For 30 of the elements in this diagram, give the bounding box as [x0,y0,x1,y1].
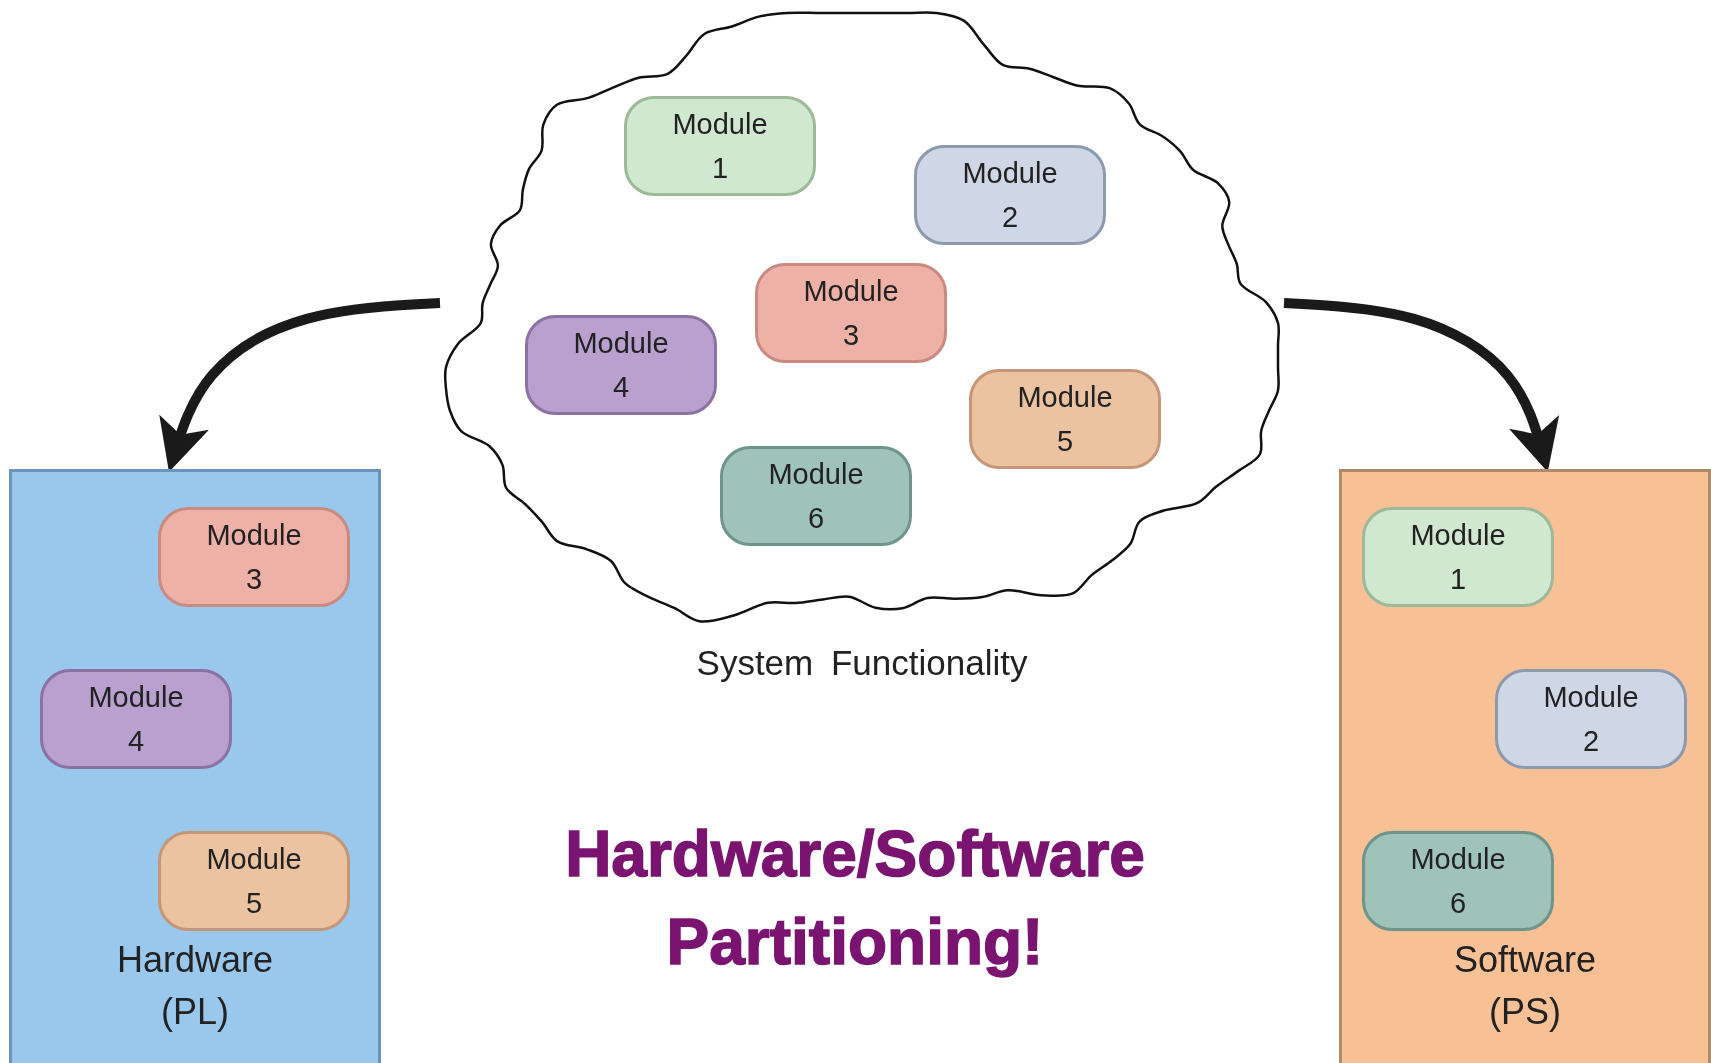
module-box [1362,507,1554,607]
module-label: Module 5 [1017,380,1113,459]
module-box [40,669,232,769]
module-box [1362,831,1554,931]
module-box [720,446,912,546]
module-label: Module 1 [1410,518,1506,597]
module-box [624,96,816,196]
module-label: Module 2 [962,156,1058,235]
partition-panel [1339,469,1711,1063]
module-label: Module 5 [206,842,302,921]
module-label: Module 3 [206,518,302,597]
module-label: Module 4 [88,680,184,759]
module-box [969,369,1161,469]
module-label: Module 6 [1410,842,1506,921]
diagram-title: Hardware/Software Partitioning! [564,817,1146,980]
cloud-caption: System Functionality [695,643,1029,683]
partition-panel [9,469,381,1063]
module-label: Module 4 [573,326,669,405]
module-label: Module 6 [768,457,864,536]
module-box [914,145,1106,245]
module-box [158,507,350,607]
module-box [158,831,350,931]
module-box [1495,669,1687,769]
module-label: Module 3 [803,274,899,353]
module-label: Module 2 [1543,680,1639,759]
module-label: Module 1 [672,107,768,186]
module-box [525,315,717,415]
partition-label: Hardware (PL) [116,938,274,1034]
module-box [755,263,947,363]
partition-label: Software (PS) [1453,938,1597,1034]
